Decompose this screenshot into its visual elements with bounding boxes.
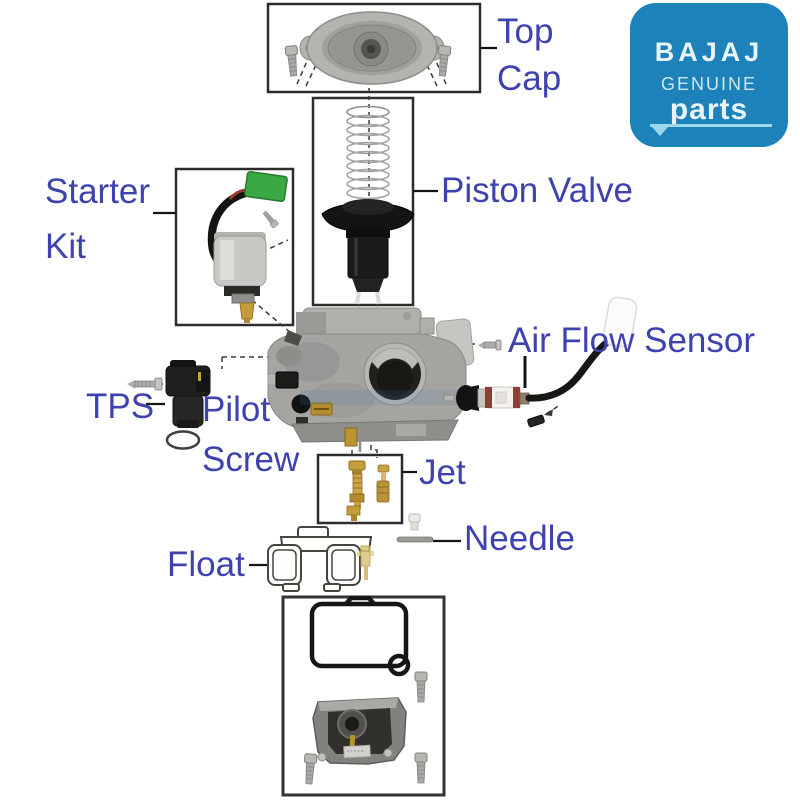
top-cap — [299, 11, 445, 85]
starter-kit-screw — [261, 209, 280, 229]
label-top-cap-line2: Cap — [497, 59, 562, 98]
float — [267, 526, 373, 592]
logo-underline — [650, 124, 772, 136]
starter-kit-box — [174, 167, 295, 327]
main-jet — [348, 460, 366, 509]
piston-valve — [321, 199, 415, 323]
label-starter-kit: Starter Kit — [45, 164, 150, 274]
tps-sensor — [165, 360, 211, 428]
bowl-gasket — [309, 595, 411, 677]
tps-screw — [127, 377, 163, 391]
label-air-flow-sensor: Air Flow Sensor — [508, 321, 756, 360]
float-valve — [408, 513, 421, 531]
pilot-jet — [376, 464, 390, 503]
label-float: Float — [167, 545, 245, 584]
label-tps: TPS — [86, 387, 155, 426]
piston-valve-box — [311, 96, 415, 307]
label-pilot-screw: Pilot Screw — [202, 385, 299, 485]
bowl-screw-bottom-left — [302, 753, 318, 785]
air-flow-sensor — [443, 296, 638, 428]
top-cap-screw-left — [284, 44, 301, 77]
float-pin — [357, 545, 374, 580]
logo-genuine-text: GENUINE — [660, 74, 757, 94]
carburetor-body — [267, 307, 475, 452]
label-starter-kit-line2: Kit — [45, 227, 86, 266]
logo-underline-arrow-icon — [652, 127, 668, 136]
air-flow-sensor-mount-screw — [478, 339, 502, 351]
label-leader-lines — [146, 46, 527, 567]
label-starter-kit-line1: Starter — [45, 172, 151, 211]
piston-valve-spring — [346, 105, 390, 200]
label-top-cap-line1: Top — [497, 12, 554, 51]
bowl-screw-bottom-right — [414, 752, 428, 784]
logo-parts-text: parts — [669, 93, 749, 126]
needle-jet — [346, 505, 361, 521]
label-piston-valve: Piston Valve — [441, 171, 633, 210]
starter-kit-solenoid — [207, 170, 288, 323]
top-cap-screw-right — [435, 44, 452, 77]
label-needle: Needle — [464, 519, 575, 558]
needle-rod — [396, 536, 434, 543]
label-pilot-screw-line1: Pilot — [202, 390, 271, 429]
bajaj-genuine-parts-logo: BAJAJ GENUINE parts — [630, 3, 788, 147]
jet-box — [316, 453, 404, 525]
label-jet: Jet — [419, 453, 466, 492]
bowl-screw-right — [414, 671, 428, 703]
label-pilot-screw-line2: Screw — [202, 440, 300, 479]
tps-o-ring — [165, 430, 201, 450]
label-top-cap: Top Cap — [497, 8, 561, 102]
logo-brand-text: BAJAJ — [654, 37, 764, 67]
float-bowl — [312, 697, 407, 765]
